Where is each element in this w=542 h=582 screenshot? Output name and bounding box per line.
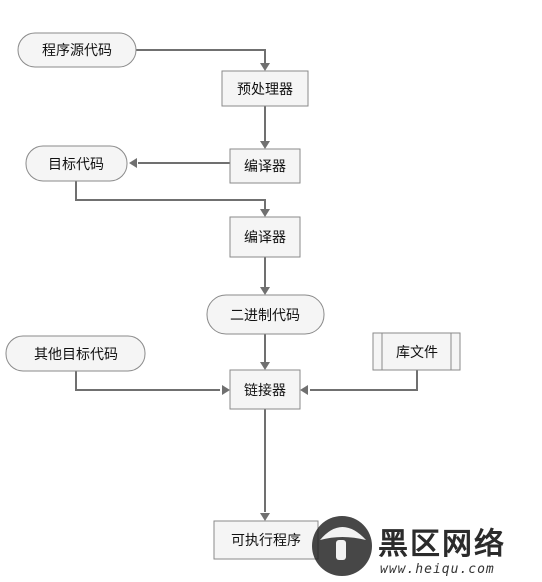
node-other-object-code: 其他目标代码	[5, 335, 146, 372]
arrowhead-preprocessor	[260, 63, 270, 71]
arrowheads	[129, 63, 308, 521]
node-source-code-label: 程序源代码	[42, 43, 112, 59]
node-compiler-1: 编译器	[229, 148, 301, 184]
node-other-object-code-label: 其他目标代码	[34, 347, 118, 363]
watermark-site-name: 黑区网络	[378, 527, 506, 562]
node-source-code: 程序源代码	[17, 32, 137, 68]
watermark-url: www.heiqu.com	[380, 562, 495, 577]
node-preprocessor-label: 预处理器	[237, 82, 293, 98]
arrowhead-compiler2	[260, 209, 270, 217]
node-preprocessor: 预处理器	[221, 70, 309, 107]
edge-source-to-preprocessor	[136, 49, 266, 64]
node-object-code: 目标代码	[25, 145, 128, 182]
edges	[75, 49, 418, 512]
edge-other-object-to-linker	[75, 371, 220, 391]
arrowhead-executable	[260, 513, 270, 521]
arrowhead-binary	[260, 287, 270, 295]
node-compiler-2-label: 编译器	[244, 230, 286, 246]
edge-library-to-linker	[310, 370, 418, 391]
arrowhead-linker-top	[260, 362, 270, 370]
node-compiler-2: 编译器	[229, 216, 301, 258]
node-executable-label: 可执行程序	[231, 533, 301, 549]
node-binary-code: 二进制代码	[206, 294, 325, 335]
arrowhead-linker-right	[300, 385, 308, 395]
node-compiler-1-label: 编译器	[244, 159, 286, 175]
watermark: 黑区网络 www.heiqu.com	[312, 516, 506, 577]
node-binary-code-label: 二进制代码	[230, 308, 300, 324]
node-linker: 链接器	[229, 369, 301, 410]
node-library-files-label: 库文件	[396, 345, 438, 361]
node-linker-label: 链接器	[244, 382, 286, 399]
node-library-files: 库文件	[372, 332, 461, 371]
node-object-code-label: 目标代码	[48, 157, 104, 173]
arrowhead-compiler	[260, 141, 270, 149]
node-executable: 可执行程序	[213, 520, 319, 560]
arrowhead-object-code	[129, 158, 137, 168]
mushroom-logo-icon	[312, 516, 372, 576]
arrowhead-linker-left	[222, 385, 230, 395]
edge-object-code-to-compiler2	[75, 181, 266, 210]
